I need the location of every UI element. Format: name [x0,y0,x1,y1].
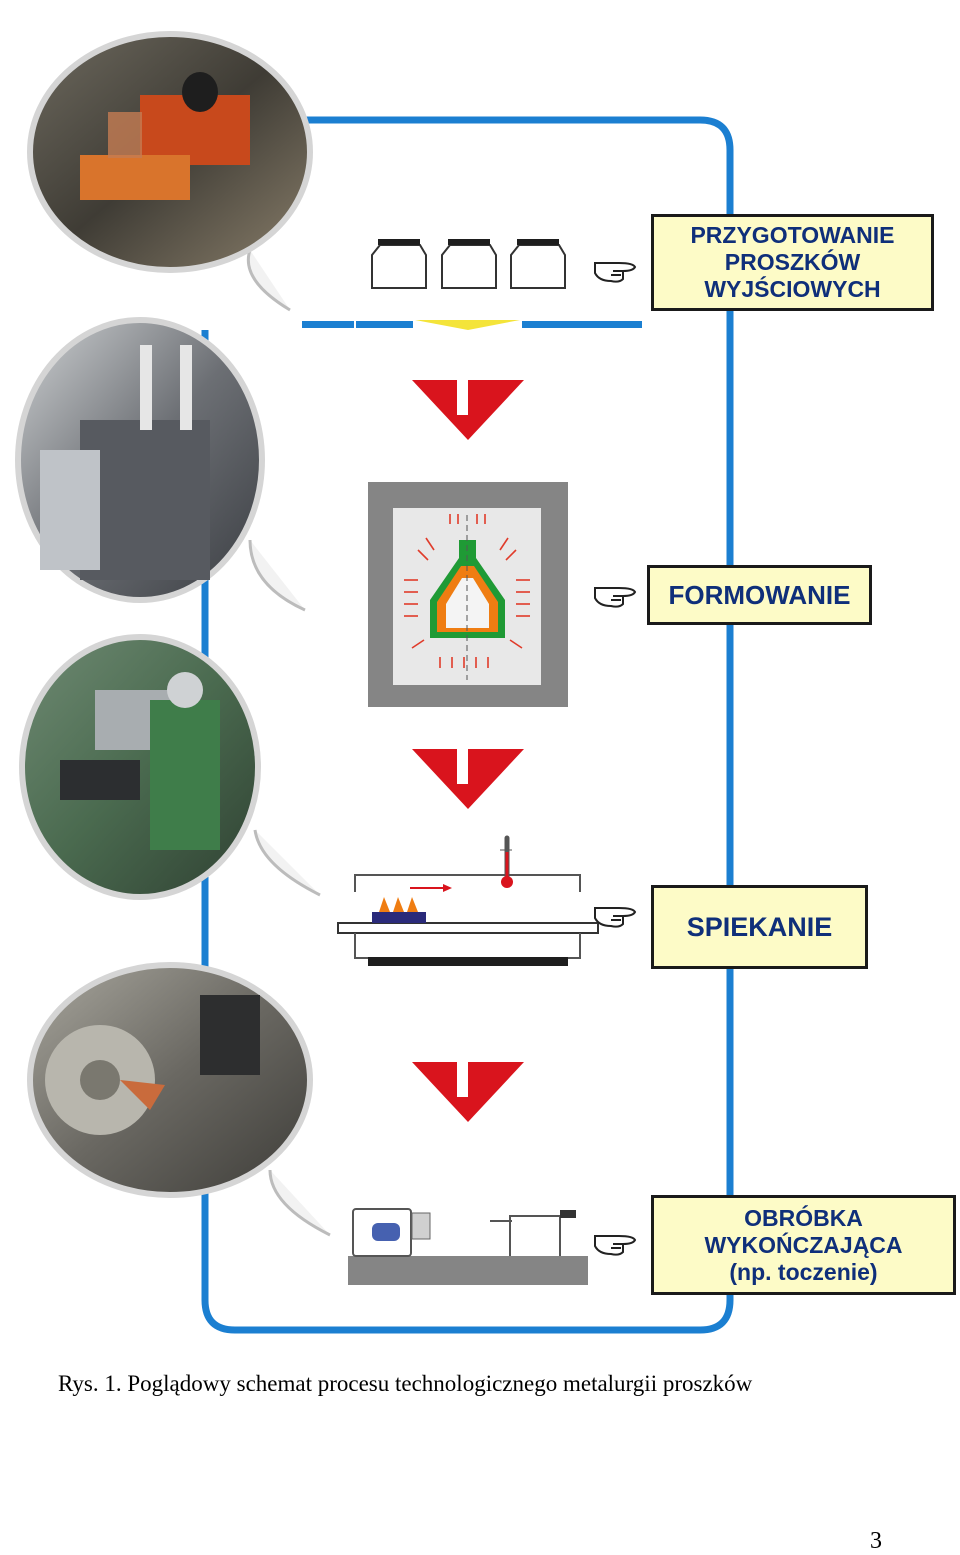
lathe-graphic [348,1208,588,1285]
stage-label-line: (np. toczenie) [729,1258,878,1285]
stage-label-line: WYJŚCIOWYCH [704,276,881,302]
stage-label-line: OBRÓBKA [744,1204,863,1231]
flow-line [201,116,734,1334]
compaction-die-graphic [368,482,568,707]
stage-label-line: WYKOŃCZAJĄCA [704,1231,903,1258]
stage-label-line: PRZYGOTOWANIE [690,222,895,248]
stage-label-line: PROSZKÓW [724,249,861,275]
down-arrow-icon [412,378,524,440]
pointing-hand-icon [594,587,637,608]
pointing-hand-icon [594,262,637,283]
down-arrow-icon [412,1060,524,1122]
stage-sintering: SPIEKANIE [651,885,868,969]
photo-forming-press [15,317,306,612]
figure-caption: Rys. 1. Poglądowy schemat procesu techno… [58,1371,753,1396]
pointing-hand-icon [594,907,637,928]
sintering-furnace-graphic [337,835,599,966]
photo-powder-preparation [27,31,313,312]
page-number: 3 [870,1528,882,1554]
photo-lathe-machining [27,962,331,1237]
down-arrow-icon [412,747,524,809]
stage-forming: FORMOWANIE [647,565,872,625]
photo-sintering-furnace [19,634,321,900]
pointing-hand-icon [594,1235,637,1256]
powder-containers-graphic [302,239,642,330]
stage-powder-preparation: PRZYGOTOWANIE PROSZKÓW WYJŚCIOWYCH [651,214,934,311]
stage-finishing: OBRÓBKA WYKOŃCZAJĄCA (np. toczenie) [651,1195,956,1295]
stage-label-line: SPIEKANIE [686,911,833,942]
stage-label-line: FORMOWANIE [668,579,851,610]
thermometer-icon [500,835,513,888]
